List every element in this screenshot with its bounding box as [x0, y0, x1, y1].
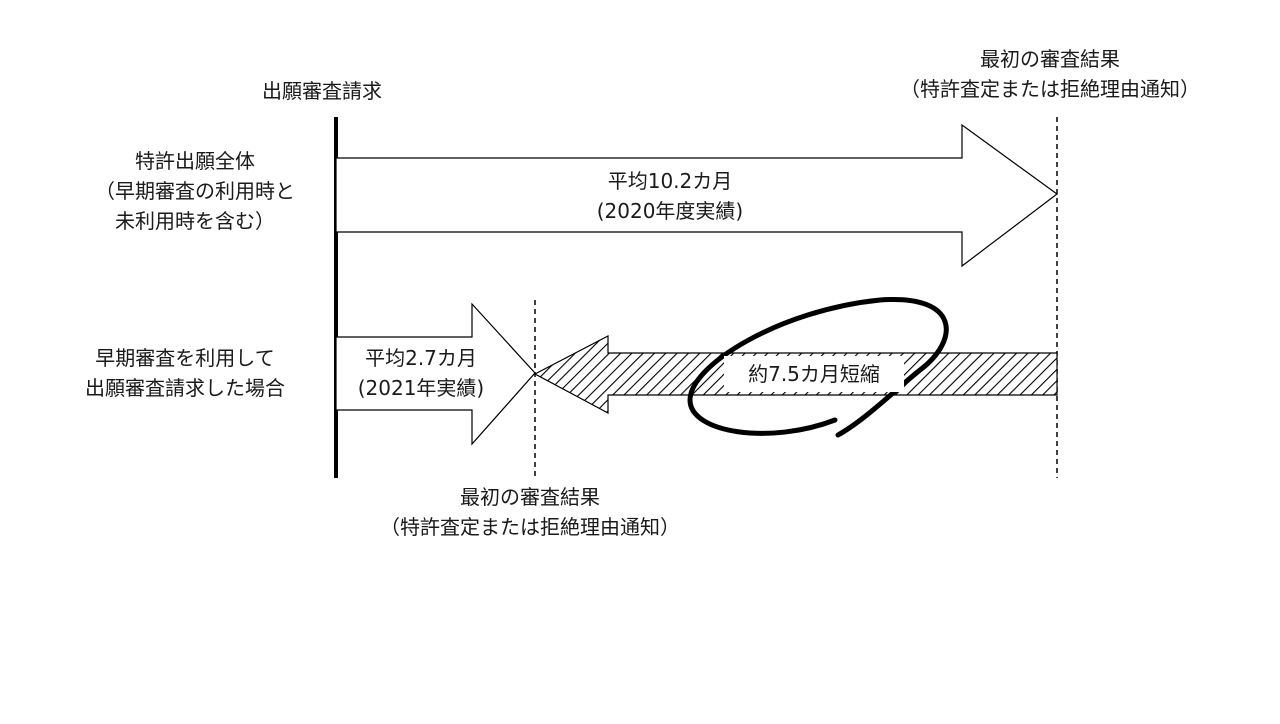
row2-line1: 早期審査を利用して: [95, 346, 275, 370]
expedited-average-line1: 平均2.7カ月: [365, 346, 477, 370]
reduction-label: 約7.5カ月短縮: [724, 356, 904, 392]
overall-average-line2: (2020年度実績): [596, 199, 744, 223]
request-label: 出願審査請求: [262, 76, 382, 106]
top-result-label: 最初の審査結果 （特許査定または拒絶理由通知）: [870, 44, 1230, 104]
row1-line1: 特許出願全体: [135, 149, 255, 173]
expedited-average-label: 平均2.7カ月 (2021年実績): [336, 343, 506, 403]
emphasis-ellipse: [687, 296, 949, 438]
bottom-result-line1: 最初の審査結果: [460, 485, 600, 509]
expedited-duration-arrow: [335, 302, 536, 446]
top-result-line1: 最初の審査結果: [980, 47, 1120, 71]
expedited-average-line2: (2021年実績): [357, 376, 485, 400]
top-result-line2: （特許査定または拒絶理由通知）: [900, 77, 1200, 101]
row1-line2: （早期審査の利用時と: [95, 179, 295, 203]
overall-average-line1: 平均10.2カ月: [607, 169, 733, 193]
row1-line3: 未利用時を含む）: [115, 209, 275, 233]
row2-label: 早期審査を利用して 出願審査請求した場合: [50, 343, 320, 403]
reduction-text: 約7.5カ月短縮: [748, 362, 880, 386]
bottom-result-line2: （特許査定または拒絶理由通知）: [380, 515, 680, 539]
overall-average-label: 平均10.2カ月 (2020年度実績): [560, 166, 780, 226]
bottom-result-label: 最初の審査結果 （特許査定または拒絶理由通知）: [350, 482, 710, 542]
overall-duration-arrow: [335, 123, 1059, 268]
row2-line2: 出願審査請求した場合: [85, 376, 285, 400]
row1-label: 特許出願全体 （早期審査の利用時と 未利用時を含む）: [60, 146, 330, 236]
request-text: 出願審査請求: [262, 79, 382, 103]
